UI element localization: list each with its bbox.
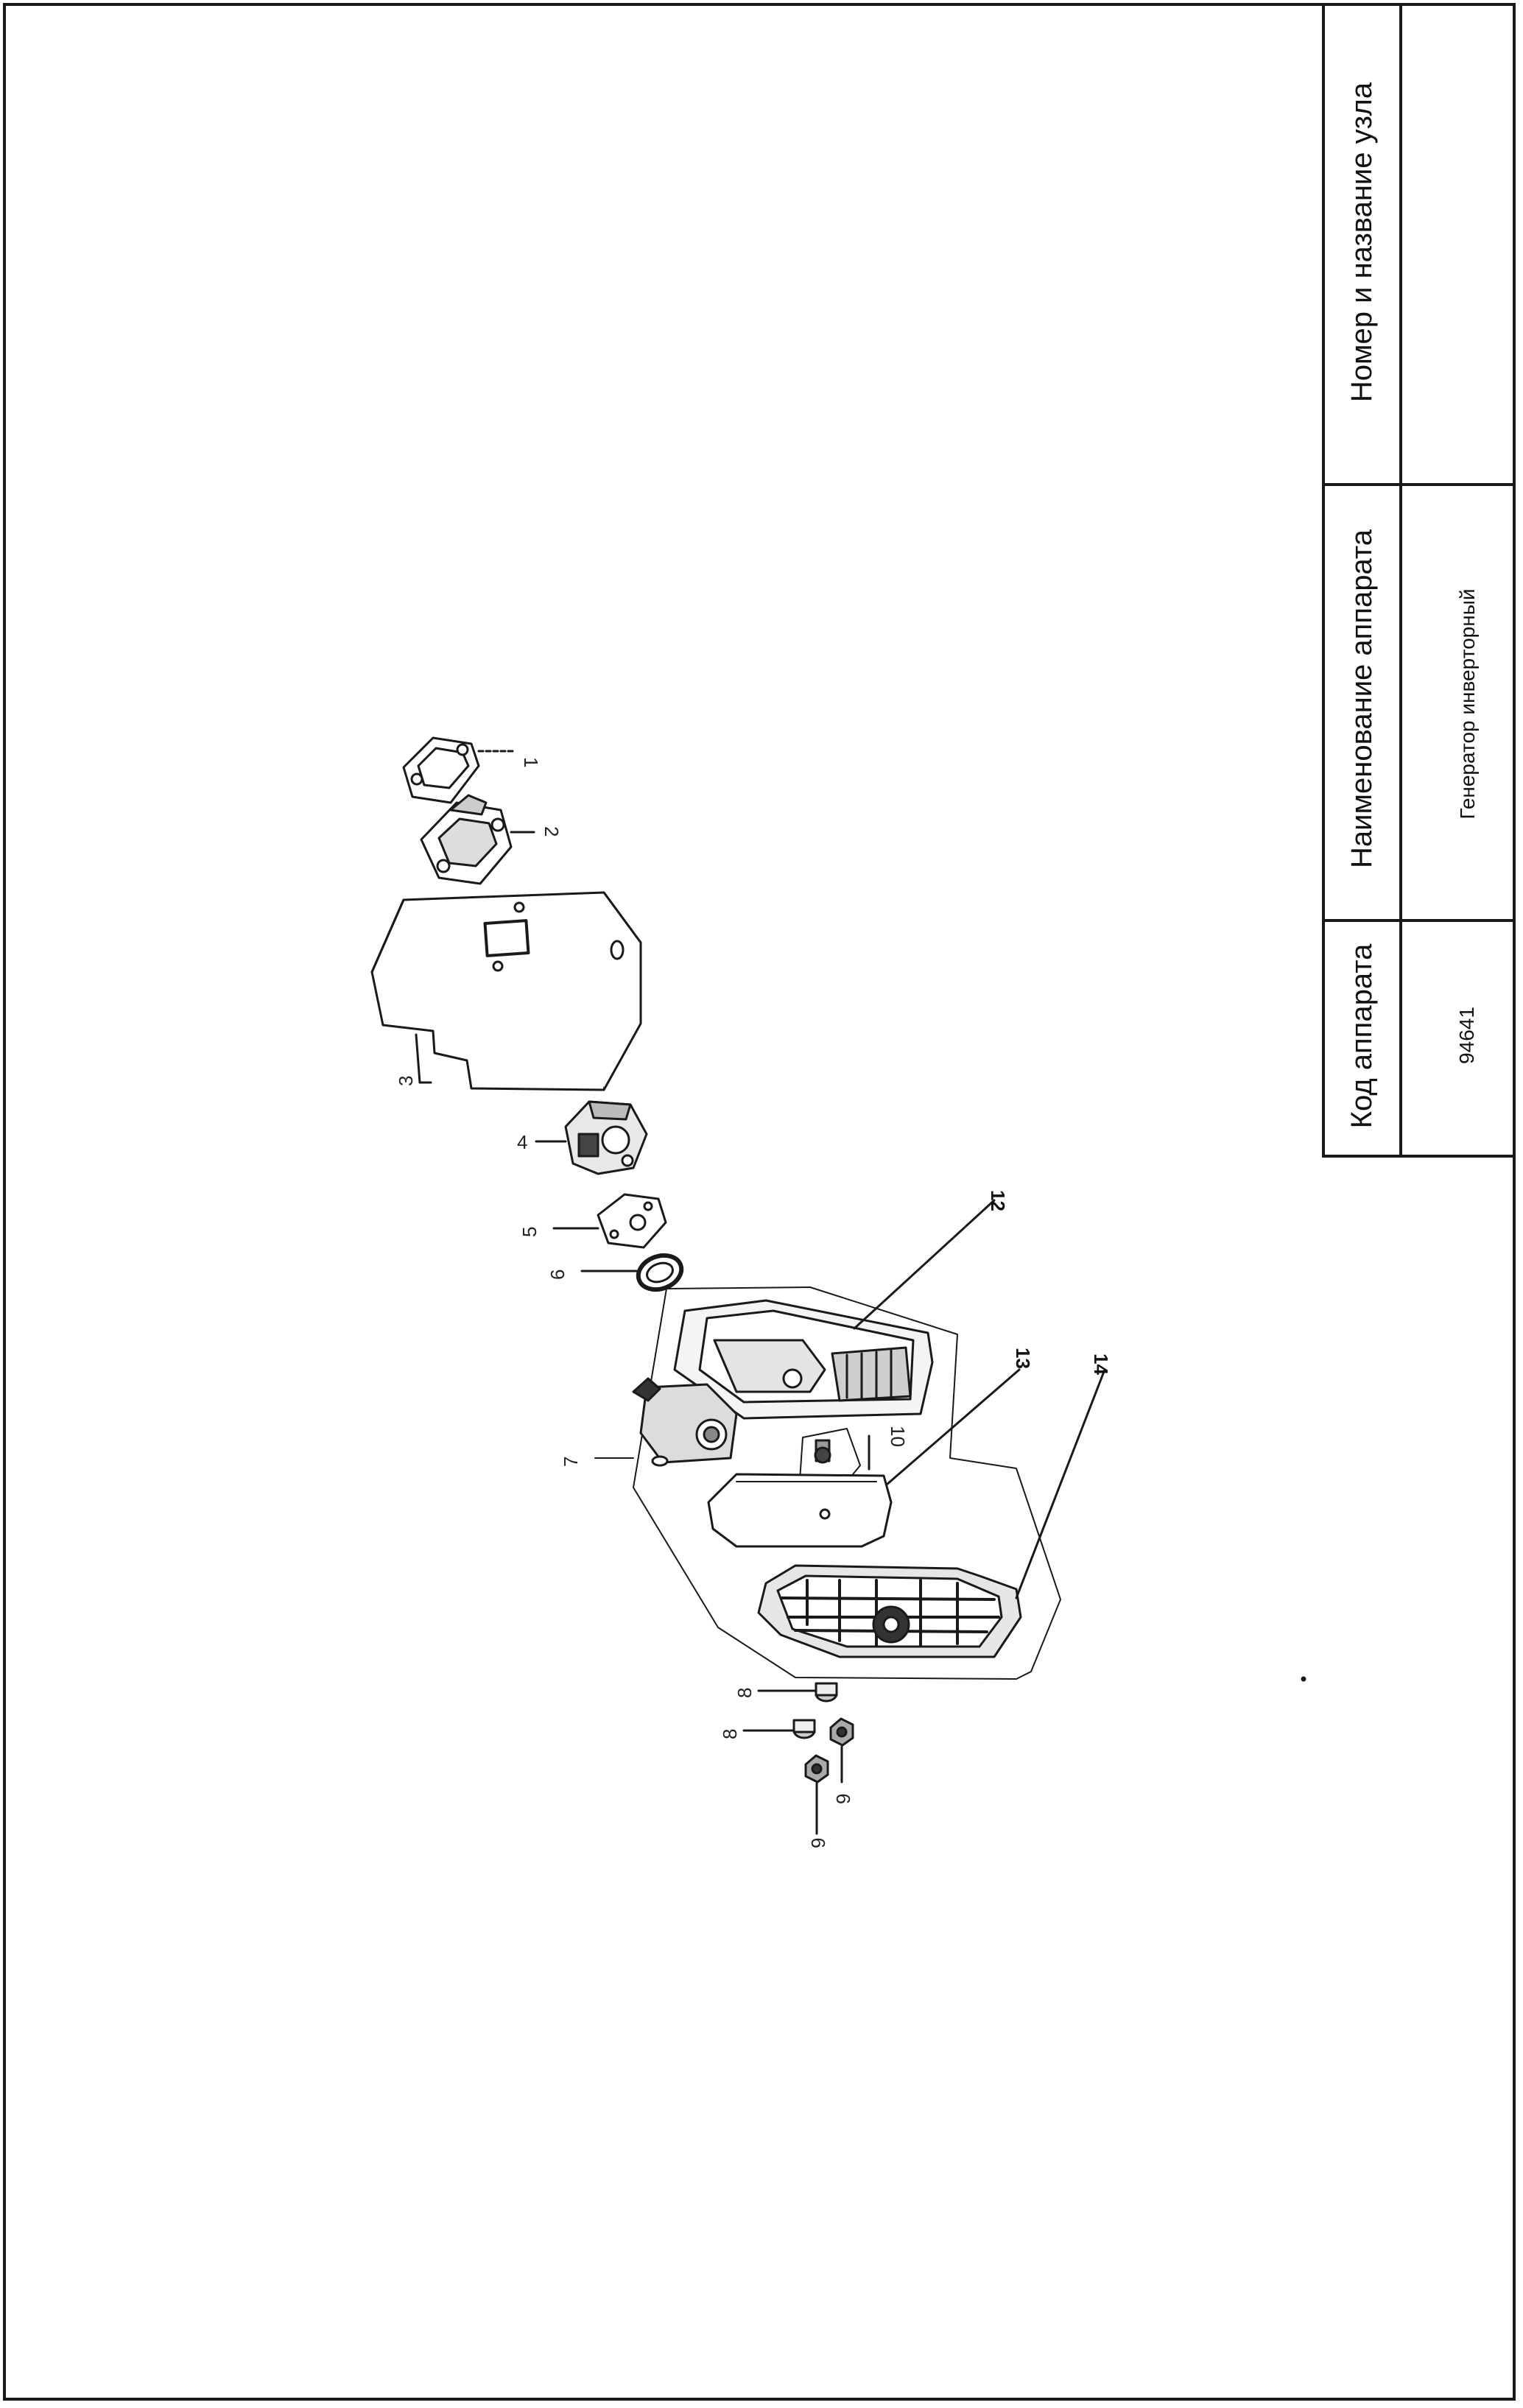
part-8-spacer-b bbox=[742, 1719, 816, 1739]
value-device-name: Генератор инверторный bbox=[1456, 588, 1479, 820]
part-12-filter-case bbox=[632, 1199, 996, 1467]
part-3-heat-shield bbox=[370, 891, 642, 1091]
part-1-gasket bbox=[402, 736, 517, 804]
callout-1: 1 bbox=[520, 757, 542, 767]
callout-8b: 8 bbox=[719, 1729, 741, 1739]
value-node bbox=[1413, 91, 1443, 386]
value-device-code: 94641 bbox=[1455, 1007, 1478, 1064]
title-block-row-divider-2 bbox=[1325, 919, 1516, 922]
callout-8a: 8 bbox=[734, 1688, 756, 1698]
callout-9b: 9 bbox=[807, 1838, 829, 1848]
callout-9a: 9 bbox=[832, 1794, 854, 1804]
part-14-filter-cover bbox=[757, 1368, 1106, 1658]
part-8-spacer-a bbox=[757, 1682, 838, 1703]
part-6-o-ring bbox=[580, 1253, 684, 1292]
callout-14: 14 bbox=[1090, 1353, 1112, 1375]
part-13-filter-element bbox=[707, 1368, 1021, 1548]
callout-2: 2 bbox=[541, 826, 563, 837]
callout-4: 4 bbox=[517, 1131, 527, 1153]
title-block-column-divider bbox=[1399, 3, 1402, 1155]
part-7-group-outline bbox=[594, 1286, 1061, 1680]
part-5-gasket bbox=[552, 1193, 667, 1249]
part-9-nut-b bbox=[804, 1754, 829, 1835]
callout-3: 3 bbox=[395, 1076, 417, 1086]
callout-13: 13 bbox=[1012, 1348, 1034, 1369]
callout-10: 10 bbox=[887, 1426, 909, 1447]
header-node: Номер и название узла bbox=[1346, 82, 1378, 403]
part-10-screw bbox=[799, 1428, 870, 1482]
title-block: Номер и название узла Наименование аппар… bbox=[1322, 3, 1516, 1158]
sheet-border bbox=[3, 3, 1516, 2401]
callout-6: 6 bbox=[546, 1270, 569, 1280]
header-device-name: Наименование аппарата bbox=[1346, 529, 1378, 868]
callout-5: 5 bbox=[518, 1227, 541, 1237]
header-device-code: Код аппарата bbox=[1346, 943, 1378, 1129]
callout-12: 12 bbox=[987, 1190, 1009, 1211]
callout-7: 7 bbox=[560, 1457, 582, 1467]
title-block-row-divider-1 bbox=[1325, 483, 1516, 486]
part-4-insulator bbox=[535, 1100, 648, 1175]
part-9-nut-a bbox=[829, 1717, 854, 1784]
part-2-flange bbox=[420, 794, 535, 885]
